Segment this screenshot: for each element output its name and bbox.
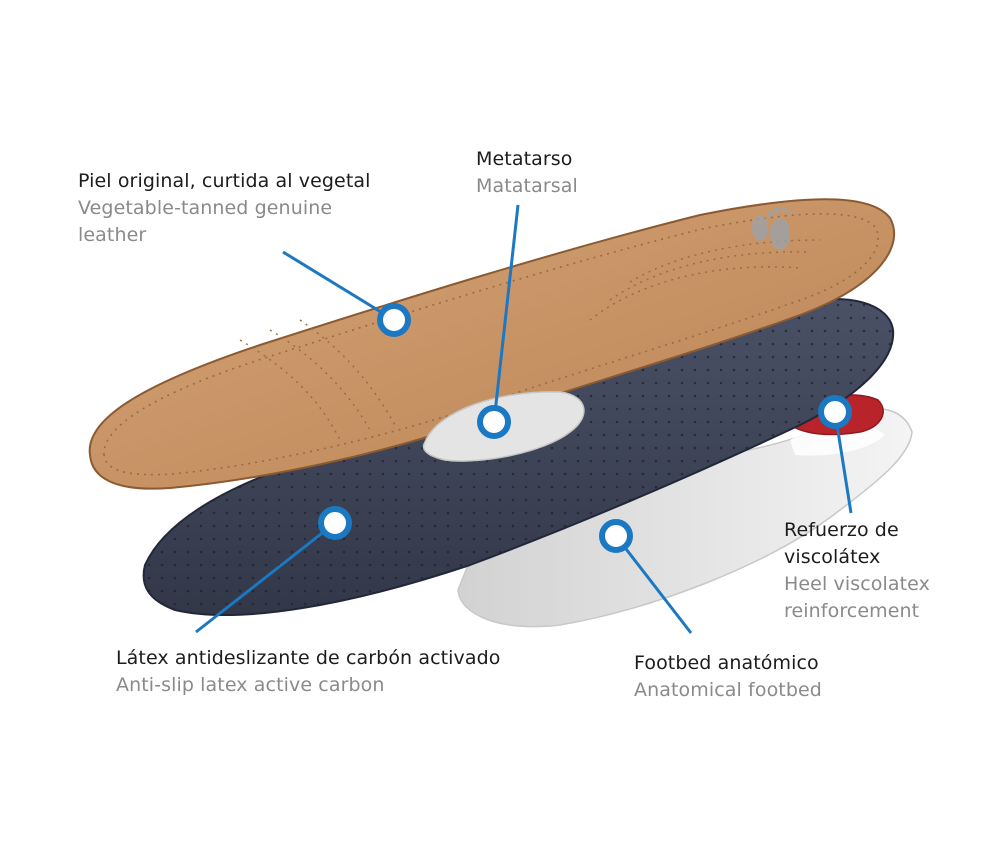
footprint-logo-icon [752, 207, 793, 250]
leader-line-latex [195, 521, 336, 634]
label-heel-es: Refuerzo de viscolátex [784, 519, 899, 568]
label-leather: Piel original, curtida al vegetal Vegeta… [78, 168, 378, 249]
leather-stitching [103, 213, 879, 476]
leather-stitching-forefoot [239, 319, 396, 441]
label-metatarsal: Metatarso Matatarsal [476, 146, 676, 200]
marker-leather [377, 303, 411, 337]
label-metatarsal-en: Matatarsal [476, 175, 578, 197]
label-leather-es: Piel original, curtida al vegetal [78, 170, 371, 192]
label-latex-en: Anti-slip latex active carbon [116, 674, 385, 696]
leader-line-leather [282, 250, 395, 322]
leader-line-footbed [614, 535, 693, 634]
label-latex-es: Látex antideslizante de carbón activado [116, 647, 501, 669]
label-heel-en: Heel viscolatex reinforcement [784, 573, 930, 622]
leather-layer [88, 198, 896, 490]
leader-line-heel [833, 411, 853, 514]
label-metatarsal-es: Metatarso [476, 148, 573, 170]
leader-line-metatarsal [492, 204, 520, 423]
marker-footbed [599, 519, 633, 553]
label-latex: Látex antideslizante de carbón activado … [116, 645, 586, 699]
leather-stitching-heel [589, 239, 821, 321]
label-heel: Refuerzo de viscolátex Heel viscolatex r… [784, 517, 959, 625]
label-footbed: Footbed anatómico Anatomical footbed [634, 650, 954, 704]
marker-metatarsal [477, 405, 511, 439]
marker-latex [318, 506, 352, 540]
marker-heel [818, 395, 852, 429]
label-footbed-es: Footbed anatómico [634, 652, 819, 674]
label-leather-en: Vegetable-tanned genuine leather [78, 197, 333, 246]
label-footbed-en: Anatomical footbed [634, 679, 822, 701]
